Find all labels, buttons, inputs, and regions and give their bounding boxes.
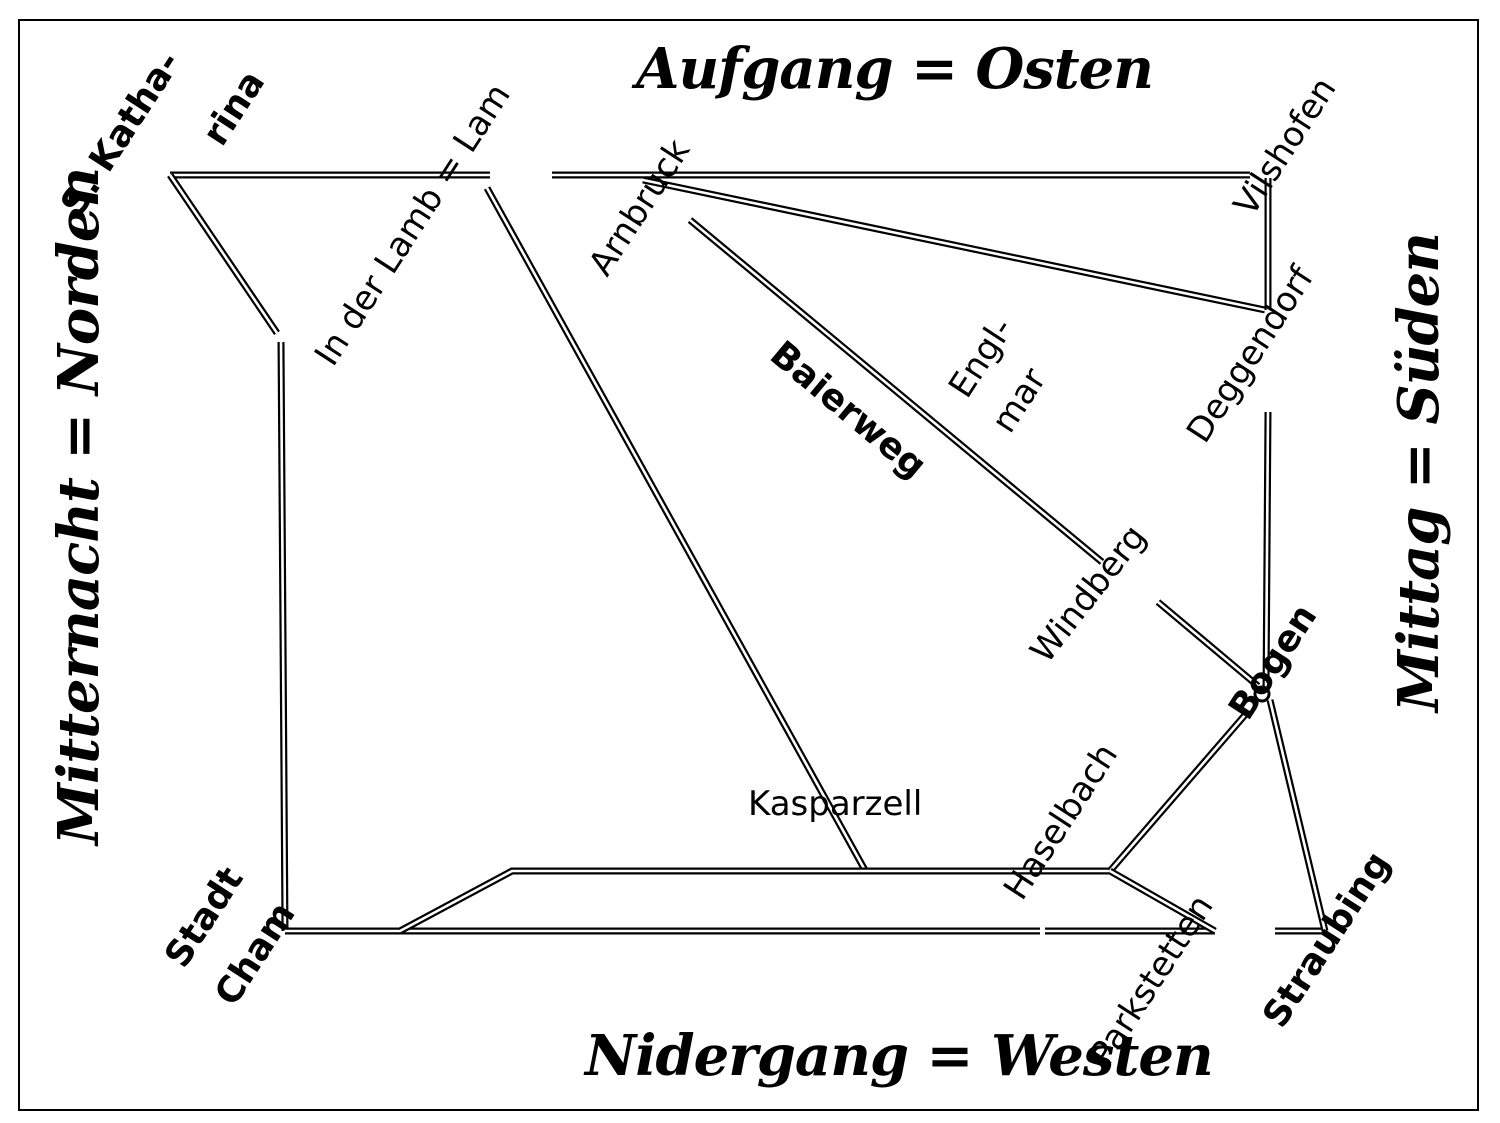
road-lam-kasparzell-inner [485, 187, 868, 873]
road-north-branch-inner [399, 869, 1110, 933]
road-katharina-diagonal-inner [168, 174, 279, 334]
road-haselbach-parkstetten-inner [1109, 869, 1216, 933]
place-kasparzell: Kasparzell [748, 784, 922, 824]
compass-north: Mitternacht = Norden [46, 168, 112, 847]
road-deggendorf-bogen-inner [1264, 411, 1270, 691]
road-arnbruck-deggendorf-inner [642, 178, 1266, 312]
compass-east: Aufgang = Osten [631, 36, 1153, 102]
road-windberg-bogen-inner [1157, 601, 1259, 687]
road-arnbruck-windberg-inner [689, 218, 1103, 564]
road-bogen-straubing-inner [1268, 699, 1327, 932]
bogen-junction [1253, 685, 1271, 703]
road-network [167, 171, 1329, 935]
road-west-side-inner [279, 341, 287, 932]
compass-south: Mittag = Süden [1386, 233, 1452, 714]
road-haselbach-bogen-inner [1109, 714, 1246, 872]
compass-west: Nidergang = Westen [583, 1023, 1213, 1089]
